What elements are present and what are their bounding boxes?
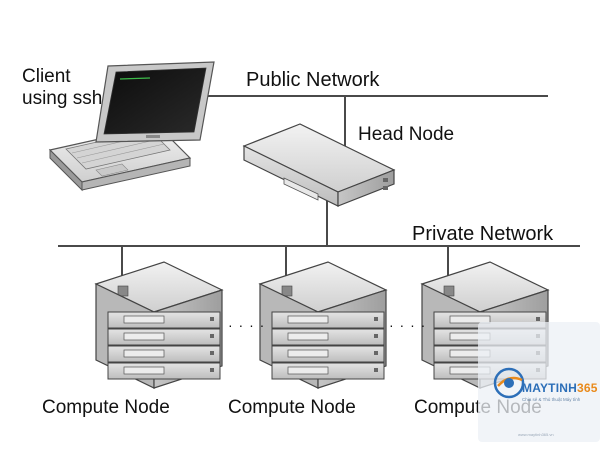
head-node-label: Head Node [358,124,454,145]
compute-node-rack-icon [94,261,224,389]
laptop-icon [48,61,215,192]
head-node-server-icon [242,123,396,207]
ellipsis-separator: · · · · [228,317,265,333]
client-label: Client [22,66,71,87]
watermark-url: www.maytinh365.vn [518,432,554,437]
client-label-sub: using ssh [22,88,102,109]
private-network-label: Private Network [412,223,554,245]
public-network-label: Public Network [246,69,380,91]
watermark-brand: MAYTINH365 [522,381,598,395]
compute-node-rack-icon [420,261,550,389]
ellipsis-separator: · · · · [389,317,426,333]
watermark-tagline: Chia sẻ & Thủ thuật Máy tính [522,397,581,402]
compute-node-label: Compute Node [42,397,170,418]
globe-logo-icon [493,367,525,399]
compute-node-rack-icon [258,261,388,389]
watermark: MAYTINH365 Chia sẻ & Thủ thuật Máy tính … [478,322,600,442]
compute-node-label: Compute Node [228,397,356,418]
